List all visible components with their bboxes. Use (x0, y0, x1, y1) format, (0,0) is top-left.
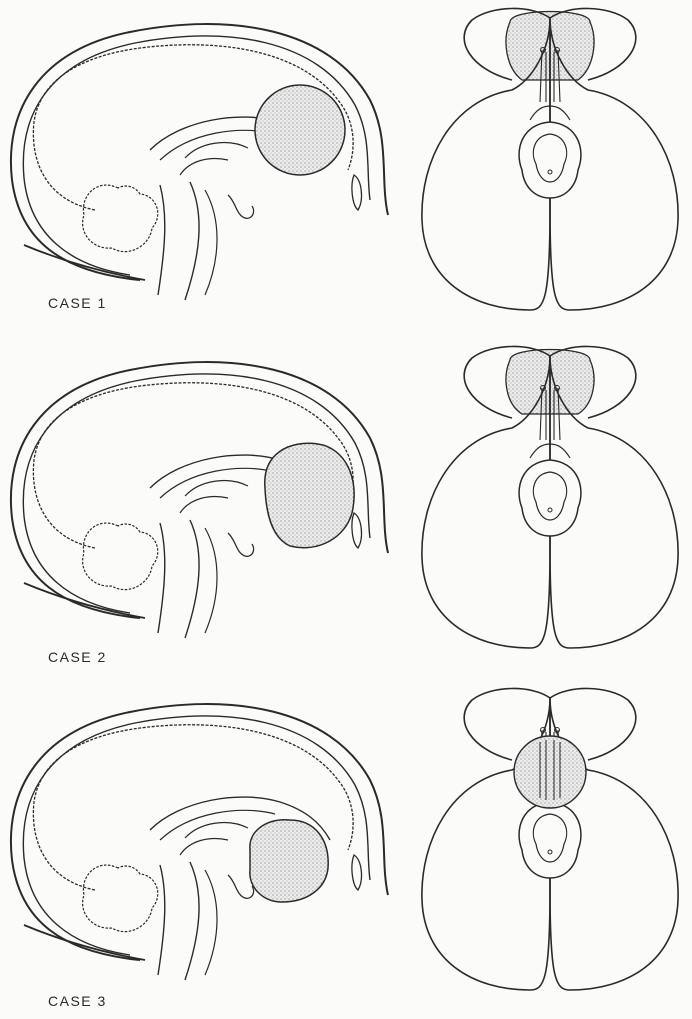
case-1-label: CASE 1 (48, 295, 107, 311)
case-3-sagittal-lesion (250, 820, 328, 902)
case-2-sagittal-view (11, 362, 388, 638)
case-2-label: CASE 2 (48, 649, 107, 665)
case-2-axial-view (422, 346, 678, 648)
case-3-sagittal-view (11, 704, 388, 980)
case-1-sagittal-view (11, 24, 388, 300)
case-3-axial-view (422, 688, 678, 990)
case-1-sagittal-lesion (255, 85, 345, 175)
case-3-label: CASE 3 (48, 993, 107, 1009)
case-2-sagittal-lesion (265, 443, 354, 547)
case-3-axial-lesion (514, 736, 586, 808)
case-1-axial-view (422, 8, 678, 310)
